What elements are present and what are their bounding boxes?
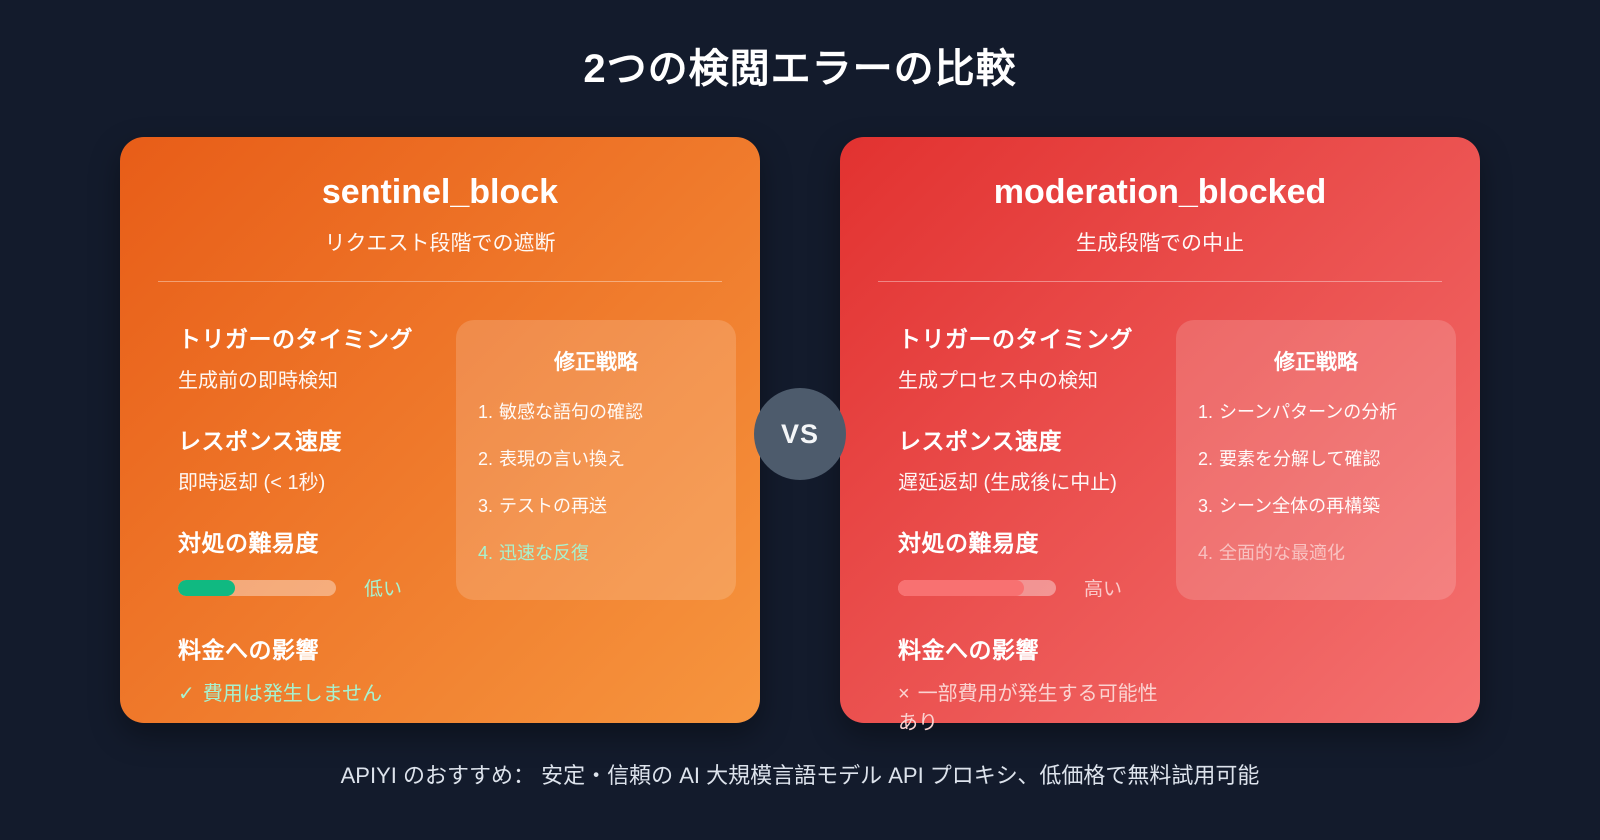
card-subtitle: 生成段階での中止 — [1076, 232, 1244, 255]
strategy-title: 修正戦略 — [554, 351, 638, 374]
strategy-item-text: 全面的な最適化 — [1219, 543, 1346, 563]
moderation-blocked-card: moderation_blocked 生成段階での中止 トリガーのタイミング 生… — [840, 137, 1480, 734]
check-icon: ✓ — [178, 683, 195, 705]
card-title: moderation_blocked — [993, 173, 1327, 211]
strategy-item-number: 1. — [478, 402, 494, 422]
strategy-item-text: テストの再送 — [499, 496, 608, 516]
difficulty-label: 対処の難易度 — [178, 530, 319, 556]
strategy-item-number: 2. — [1198, 449, 1214, 469]
difficulty-label: 対処の難易度 — [898, 530, 1039, 556]
strategy-item-text: シーン全体の再構築 — [1219, 496, 1381, 516]
trigger-timing-label: トリガーのタイミング — [898, 326, 1133, 352]
trigger-timing-label: トリガーのタイミング — [178, 326, 413, 352]
cost-impact-value: ×一部費用が発生する可能性あり — [898, 677, 1160, 735]
card-body: トリガーのタイミング 生成前の即時検知 レスポンス速度 即時返却 (< 1秒) … — [120, 282, 760, 706]
strategy-item-highlighted: 4.全面的な最適化 — [1198, 539, 1434, 565]
difficulty-progress-track — [178, 579, 336, 596]
facts-column: トリガーのタイミング 生成前の即時検知 レスポンス速度 即時返却 (< 1秒) … — [178, 320, 456, 706]
strategy-item-number: 1. — [1198, 402, 1214, 422]
sentinel-block-card: sentinel_block リクエスト段階での遮断 トリガーのタイミング 生成… — [120, 137, 760, 723]
difficulty-row: 低い — [178, 574, 440, 601]
difficulty-level-label: 低い — [364, 579, 403, 600]
response-speed-value: 遅延返却 (生成後に中止) — [898, 472, 1117, 494]
strategy-box: 修正戦略 1.敏感な語句の確認 2.表現の言い換え 3.テストの再送 4.迅速な… — [456, 320, 736, 600]
difficulty-row: 高い — [898, 574, 1160, 601]
strategy-item-text: 表現の言い換え — [499, 449, 626, 469]
strategy-item: 1.敏感な語句の確認 — [478, 398, 714, 424]
strategy-title: 修正戦略 — [1274, 351, 1358, 374]
strategy-item: 3.シーン全体の再構築 — [1198, 492, 1434, 518]
trigger-timing-value: 生成前の即時検知 — [178, 370, 338, 392]
strategy-box: 修正戦略 1.シーンパターンの分析 2.要素を分解して確認 3.シーン全体の再構… — [1176, 320, 1456, 600]
card-subtitle: リクエスト段階での遮断 — [324, 232, 556, 255]
difficulty-progress-fill — [898, 579, 1025, 596]
strategy-item-text: 迅速な反復 — [499, 543, 590, 563]
strategy-item: 2.表現の言い換え — [478, 445, 714, 471]
response-speed-label: レスポンス速度 — [898, 428, 1063, 454]
strategy-item-highlighted: 4.迅速な反復 — [478, 539, 714, 565]
strategy-item-number: 4. — [478, 543, 494, 563]
strategy-item: 2.要素を分解して確認 — [1198, 445, 1434, 471]
cost-impact-value: ✓ 費用は発生しません — [178, 677, 440, 706]
difficulty-progress-track — [898, 579, 1056, 596]
divider — [158, 281, 722, 282]
cross-icon: × — [898, 683, 910, 705]
strategy-item-number: 2. — [478, 449, 494, 469]
vs-badge: VS — [754, 388, 846, 480]
difficulty-progress-fill — [178, 579, 235, 596]
response-speed-label: レスポンス速度 — [178, 428, 343, 454]
divider — [878, 281, 1442, 282]
difficulty-level-label: 高い — [1084, 579, 1123, 600]
trigger-timing-value: 生成プロセス中の検知 — [898, 370, 1098, 392]
strategy-item-number: 3. — [1198, 496, 1214, 516]
strategy-item: 3.テストの再送 — [478, 492, 714, 518]
strategy-item-number: 4. — [1198, 543, 1214, 563]
strategy-item: 1.シーンパターンの分析 — [1198, 398, 1434, 424]
cost-impact-label: 料金への影響 — [178, 637, 319, 663]
card-body: トリガーのタイミング 生成プロセス中の検知 レスポンス速度 遅延返却 (生成後に… — [840, 282, 1480, 735]
facts-column: トリガーのタイミング 生成プロセス中の検知 レスポンス速度 遅延返却 (生成後に… — [898, 320, 1176, 735]
page-title: 2つの検閲エラーの比較 — [583, 47, 1017, 91]
strategy-item-text: シーンパターンの分析 — [1219, 402, 1398, 422]
cost-impact-text: 一部費用が発生する可能性あり — [898, 683, 1158, 734]
strategy-item-text: 要素を分解して確認 — [1219, 449, 1381, 469]
cost-impact-label: 料金への影響 — [898, 637, 1039, 663]
cost-impact-text: 費用は発生しません — [202, 683, 383, 705]
card-title: sentinel_block — [321, 173, 559, 211]
response-speed-value: 即時返却 (< 1秒) — [178, 472, 326, 494]
strategy-item-number: 3. — [478, 496, 494, 516]
footer-recommendation: APIYI のおすすめ： 安定・信頼の AI 大規模言語モデル API プロキシ… — [340, 763, 1260, 788]
strategy-item-text: 敏感な語句の確認 — [499, 402, 644, 422]
